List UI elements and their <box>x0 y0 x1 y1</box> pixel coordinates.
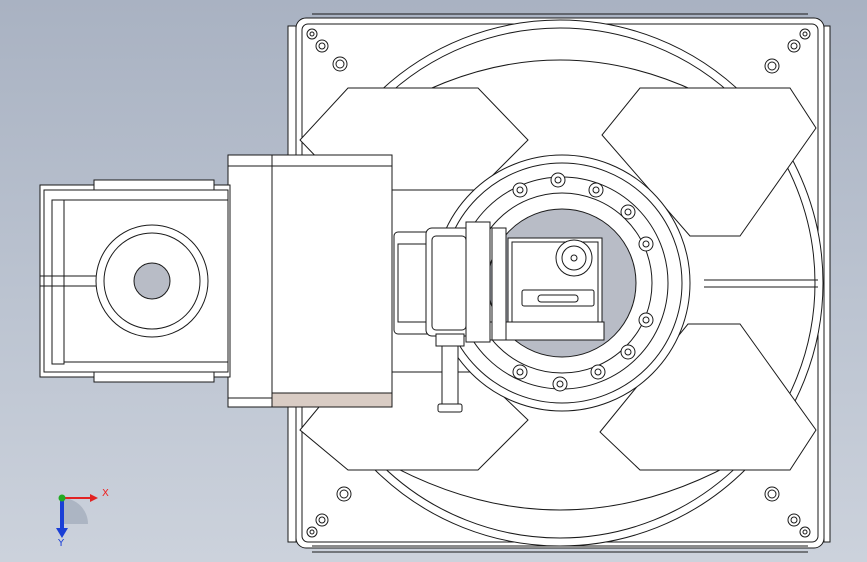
x-axis-arrow <box>90 494 98 502</box>
mounting-holes <box>306 28 811 538</box>
sensor-module <box>487 227 605 341</box>
arm-link <box>39 179 231 383</box>
y-axis-label: Y <box>57 538 65 548</box>
hub-bolts <box>512 172 654 392</box>
actuator-body <box>227 154 393 408</box>
y-axis-arrow <box>56 528 68 538</box>
x-axis-label: X <box>102 488 109 499</box>
clamp-bracket <box>393 221 491 413</box>
axis-origin <box>58 494 66 502</box>
disk-cutouts <box>299 87 818 471</box>
axis-triad: X Y <box>56 488 109 548</box>
